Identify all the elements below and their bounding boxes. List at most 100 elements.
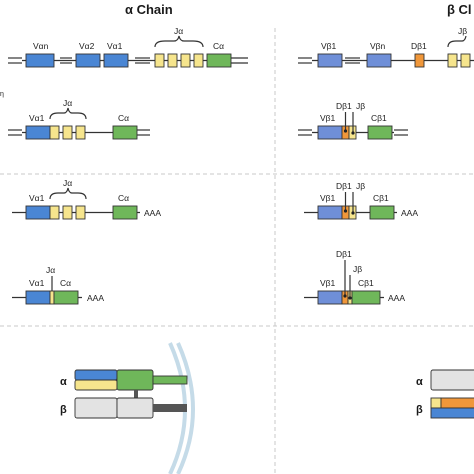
- ja-bracket: [49, 107, 87, 120]
- label-polya: AAA: [401, 208, 418, 218]
- beta-v-domain-gray: [74, 397, 118, 419]
- label-jb: Jβ: [458, 26, 467, 36]
- label-beta-chain: β: [60, 404, 67, 416]
- disulfide-bond: [134, 390, 138, 398]
- label-vb-1: Vβ1: [321, 41, 337, 51]
- label-va-2: Vα2: [79, 41, 95, 51]
- label-ca: Cα: [60, 278, 71, 288]
- label-va-n: Vαn: [33, 41, 49, 51]
- label-vb-1: Vβ1: [320, 278, 336, 288]
- label-db-1: Dβ1: [336, 249, 352, 259]
- ja-segment: [75, 205, 86, 220]
- ja-segment: [193, 53, 204, 68]
- label-polya: AAA: [87, 293, 104, 303]
- cb-1-gene: [369, 205, 395, 220]
- label-ca: Cα: [118, 193, 129, 203]
- label-vb-1: Vβ1: [320, 113, 336, 123]
- ja-segment: [62, 125, 73, 140]
- va-1-gene: [103, 53, 129, 68]
- label-va-1: Vα1: [107, 41, 123, 51]
- ja-bracket: [49, 187, 87, 200]
- label-ja: Jα: [174, 26, 183, 36]
- alpha-tm-tail: [152, 375, 188, 385]
- beta-c-domain-gray: [116, 397, 154, 419]
- beta-j-domain: [430, 397, 442, 409]
- alpha-rearranged: Vα1 Jα Cα: [8, 98, 150, 140]
- beta-chain-header: β Cl: [447, 2, 472, 17]
- beta-mrna: Vβ1 Dβ1 Jβ Cβ1 AAA: [304, 249, 405, 305]
- vb-1-gene: [317, 53, 343, 68]
- jb-pointer-dot: [351, 211, 355, 215]
- label-vb-n: Vβn: [370, 41, 386, 51]
- beta-tm-tail: [153, 404, 187, 412]
- label-ja: Jα: [63, 178, 72, 188]
- alpha-mrna: Vα1 Jα Cα AAA: [12, 265, 104, 305]
- db-pointer-dot: [343, 294, 347, 298]
- alpha-protein: α β: [60, 342, 195, 474]
- beta-transcript: Vβ1 Dβ1 Jβ Cβ1 AAA: [304, 181, 418, 220]
- label-cb-1: Cβ1: [358, 278, 374, 288]
- beta-protein: α β: [416, 369, 474, 419]
- label-ja: Jα: [63, 98, 72, 108]
- cb-1-gene: [367, 125, 393, 140]
- ja-segment: [49, 125, 60, 140]
- va-n-gene: [25, 53, 55, 68]
- label-polya: AAA: [144, 208, 161, 218]
- label-alpha-chain: α: [60, 376, 67, 388]
- jb-bracket: [447, 35, 467, 48]
- left-edge-fragment: η: [0, 91, 4, 98]
- beta-v-domain: [430, 407, 474, 419]
- va-1-gene: [25, 290, 51, 305]
- ca-gene: [206, 53, 232, 68]
- alpha-domain-gray: [430, 369, 474, 391]
- ja-segment: [154, 53, 165, 68]
- label-alpha-chain: α: [416, 376, 423, 388]
- label-polya: AAA: [388, 293, 405, 303]
- db-pointer-dot: [343, 209, 348, 213]
- membrane-inner: [176, 342, 195, 474]
- label-ca: Cα: [213, 41, 224, 51]
- beta-rearranged: Vβ1 Dβ1 Jβ Cβ1: [298, 101, 408, 140]
- label-jb: Jβ: [356, 181, 365, 191]
- jb-pointer-dot: [351, 131, 355, 135]
- ca-gene: [53, 290, 79, 305]
- cb-1-gene: [351, 290, 381, 305]
- jb-segment: [460, 53, 471, 68]
- label-va-1: Vα1: [29, 193, 45, 203]
- jb-pointer-dot: [348, 296, 352, 300]
- db-1-gene: [414, 53, 425, 68]
- label-va-1: Vα1: [29, 113, 45, 123]
- va-2-gene: [75, 53, 101, 68]
- va-1-gene: [25, 205, 51, 220]
- ja-segment: [49, 205, 60, 220]
- db-pointer-dot: [343, 129, 348, 133]
- ja-segment: [167, 53, 178, 68]
- label-beta-chain: β: [416, 404, 423, 416]
- ja-segment: [75, 125, 86, 140]
- alpha-transcript: Vα1 Jα Cα AAA: [12, 178, 161, 220]
- alpha-chain-header: α Chain: [125, 2, 173, 17]
- beta-d-domain: [440, 397, 474, 409]
- label-cb-1: Cβ1: [371, 113, 387, 123]
- ca-gene: [112, 125, 138, 140]
- label-ja: Jα: [46, 265, 55, 275]
- alpha-j-domain: [74, 379, 118, 391]
- ja-bracket: [154, 35, 204, 48]
- ja-segment: [62, 205, 73, 220]
- vb-1-gene: [317, 290, 343, 305]
- alpha-germline: Vαn Vα2 Vα1 Jα Cα: [8, 26, 248, 68]
- beta-germline: Vβ1 Vβn Dβ1 Jβ: [298, 26, 474, 68]
- alpha-v-domain: [74, 369, 118, 381]
- label-jb: Jβ: [353, 264, 362, 274]
- label-ca: Cα: [118, 113, 129, 123]
- ja-segment: [180, 53, 191, 68]
- label-db-1: Dβ1: [411, 41, 427, 51]
- vb-1-gene: [317, 205, 343, 220]
- ca-gene: [112, 205, 138, 220]
- ja-segment: [49, 290, 55, 305]
- label-db-1: Dβ1: [336, 181, 352, 191]
- va-1-gene: [25, 125, 51, 140]
- label-va-1: Vα1: [29, 278, 45, 288]
- label-db-1: Dβ1: [336, 101, 352, 111]
